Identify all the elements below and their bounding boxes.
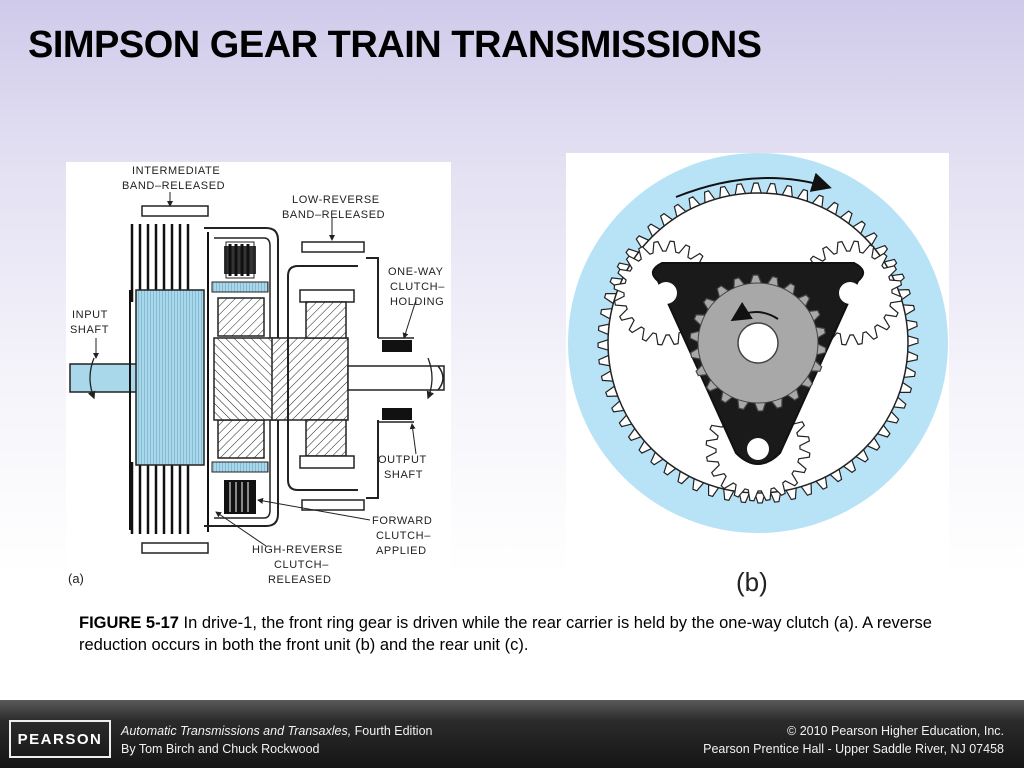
input-drum <box>135 289 205 466</box>
label-high-reverse-2: CLUTCH– <box>274 559 329 571</box>
forward-clutch-pack <box>224 480 256 514</box>
caption-text: In drive-1, the front ring gear is drive… <box>79 614 932 654</box>
label-output-shaft-2: SHAFT <box>384 469 423 481</box>
intermediate-band-lower <box>141 542 209 554</box>
sun-rotation-arrow <box>730 301 779 322</box>
ring-rotation-arrow <box>675 172 832 198</box>
label-intermediate-2: BAND–RELEASED <box>122 180 225 192</box>
book-authors: By Tom Birch and Chuck Rockwood <box>121 742 320 756</box>
sun-shell <box>271 337 349 421</box>
figure-caption: FIGURE 5-17 In drive-1, the front ring g… <box>79 612 949 656</box>
figure-a-diagram: INTERMEDIATE BAND–RELEASED LOW-REVERSE B… <box>68 165 445 586</box>
sun-gear-hub <box>737 322 779 364</box>
output-shaft <box>347 365 445 391</box>
label-one-way-1: ONE-WAY <box>388 266 444 278</box>
figure-number: FIGURE 5-17 <box>79 614 179 632</box>
front-planet-lower <box>217 419 265 459</box>
input-rotation-arrow <box>87 357 96 400</box>
label-one-way-3: HOLDING <box>390 296 444 308</box>
figure-b-panel: (b) <box>566 153 949 599</box>
label-input-shaft-2: SHAFT <box>70 324 109 336</box>
rear-unit-housing <box>287 265 358 491</box>
one-way-clutch-upper <box>382 340 412 352</box>
front-ring-gear-upper <box>211 281 269 293</box>
label-input-shaft-1: INPUT <box>72 309 108 321</box>
front-planet-upper <box>217 297 265 337</box>
footer-book-info: Automatic Transmissions and Transaxles, … <box>121 722 432 758</box>
low-reverse-band-lower <box>301 499 365 511</box>
carrier-pin-bottom <box>747 438 769 460</box>
high-reverse-clutch-pack <box>224 241 256 279</box>
copyright-notice: © 2010 Pearson Higher Education, Inc. <box>787 724 1004 738</box>
figure-b-diagram: (b) <box>568 153 948 597</box>
label-high-reverse-1: HIGH-REVERSE <box>252 544 343 556</box>
front-ring-gear-lower <box>211 461 269 473</box>
label-low-reverse-1: LOW-REVERSE <box>292 194 380 206</box>
figure-a-panel: INTERMEDIATE BAND–RELEASED LOW-REVERSE B… <box>66 162 451 592</box>
slide-title: SIMPSON GEAR TRAIN TRANSMISSIONS <box>28 24 762 66</box>
rear-planet-lower <box>305 419 347 457</box>
clutch-plates-upper <box>130 224 190 302</box>
front-sun-gear <box>213 337 277 421</box>
panel-label-b: (b) <box>736 567 768 597</box>
label-low-reverse-2: BAND–RELEASED <box>282 209 385 221</box>
output-rotation-arrow <box>426 357 435 400</box>
label-forward-1: FORWARD <box>372 515 432 527</box>
book-edition: Fourth Edition <box>351 724 433 738</box>
footer-publisher-info: © 2010 Pearson Higher Education, Inc. Pe… <box>703 722 1004 758</box>
label-high-reverse-3: RELEASED <box>268 574 332 586</box>
label-output-shaft-1: OUTPUT <box>378 454 427 466</box>
clutch-plates-lower <box>130 462 190 534</box>
label-one-way-2: CLUTCH– <box>390 281 445 293</box>
label-forward-2: CLUTCH– <box>376 530 431 542</box>
low-reverse-band <box>301 241 365 253</box>
book-title: Automatic Transmissions and Transaxles, <box>121 724 352 738</box>
pearson-logo: PEARSON <box>9 720 111 758</box>
one-way-clutch-lower <box>382 408 412 420</box>
input-shaft <box>69 363 141 393</box>
label-forward-3: APPLIED <box>376 545 427 557</box>
panel-label-a: (a) <box>68 571 84 586</box>
carrier-pin-left <box>655 282 677 304</box>
rear-planet-upper <box>305 301 347 339</box>
label-intermediate-1: INTERMEDIATE <box>132 165 220 177</box>
slide-footer: PEARSON Automatic Transmissions and Tran… <box>0 700 1024 768</box>
intermediate-band <box>141 205 209 217</box>
carrier-pin-right <box>839 282 861 304</box>
publisher-address: Pearson Prentice Hall - Upper Saddle Riv… <box>703 742 1004 756</box>
